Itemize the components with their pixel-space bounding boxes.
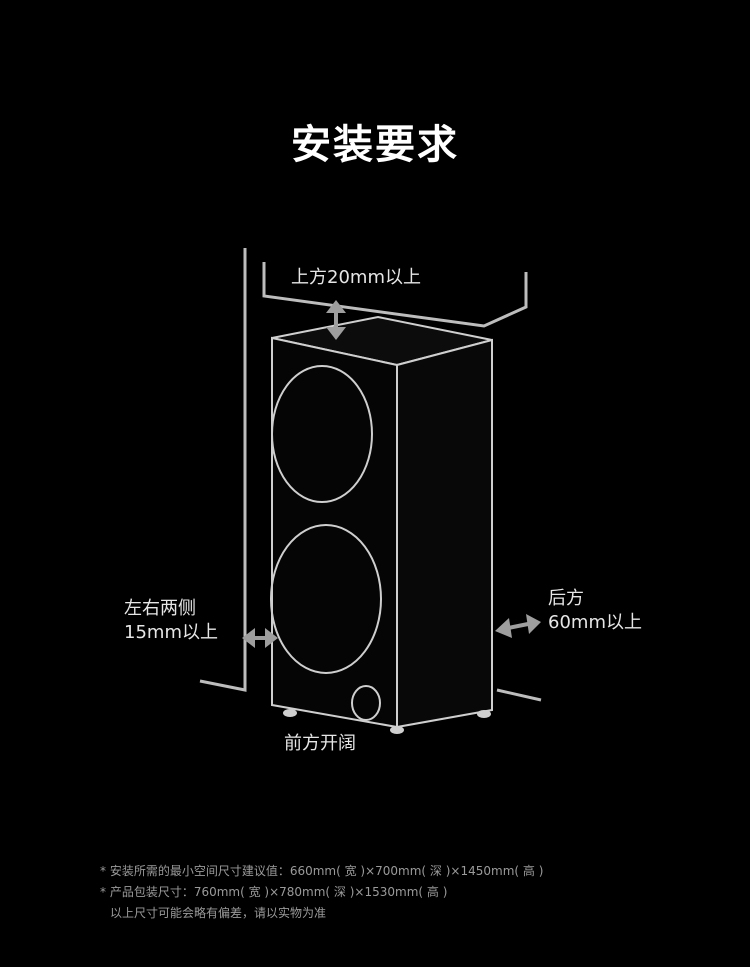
side-wall-line	[199, 248, 247, 692]
foot-left	[283, 709, 297, 717]
footnote-min-space: * 安装所需的最小空间尺寸建议值：660mm( 宽 )×700mm( 深 )×1…	[100, 864, 544, 878]
control-knob	[351, 685, 381, 721]
floor-line-right	[496, 688, 542, 702]
top-clearance-label: 上方20mm以上	[291, 267, 421, 288]
washer-dryer-unit	[270, 315, 493, 734]
top-clearance-arrow-icon	[326, 300, 346, 340]
foot-right	[477, 710, 491, 718]
back-clearance-label-line1: 后方	[548, 588, 584, 609]
footnote-deviation: 以上尺寸可能会略有偏差，请以实物为准	[110, 906, 327, 920]
back-clearance-arrow-icon	[495, 614, 541, 638]
foot-front	[390, 726, 404, 734]
washer-side-face	[396, 338, 493, 729]
ceiling-plane-line	[262, 262, 528, 328]
page-title: 安装要求	[291, 122, 459, 168]
back-clearance-label-line2: 60mm以上	[548, 612, 642, 633]
side-clearance-arrow-icon	[242, 628, 278, 648]
footnotes: * 安装所需的最小空间尺寸建议值：660mm( 宽 )×700mm( 深 )×1…	[100, 861, 543, 924]
side-clearance-label-line1: 左右两侧	[124, 598, 196, 619]
footnote-package-size: * 产品包装尺寸：760mm( 宽 )×780mm( 深 )×1530mm( 高…	[100, 885, 448, 899]
back-clearance-label: 后方 60mm以上	[548, 587, 642, 635]
lower-door	[270, 524, 382, 674]
side-clearance-label: 左右两侧 15mm以上	[124, 597, 218, 645]
front-clearance-label: 前方开阔	[284, 733, 356, 754]
side-clearance-label-line2: 15mm以上	[124, 622, 218, 643]
washer-front-face	[271, 336, 398, 729]
upper-door	[271, 365, 373, 503]
